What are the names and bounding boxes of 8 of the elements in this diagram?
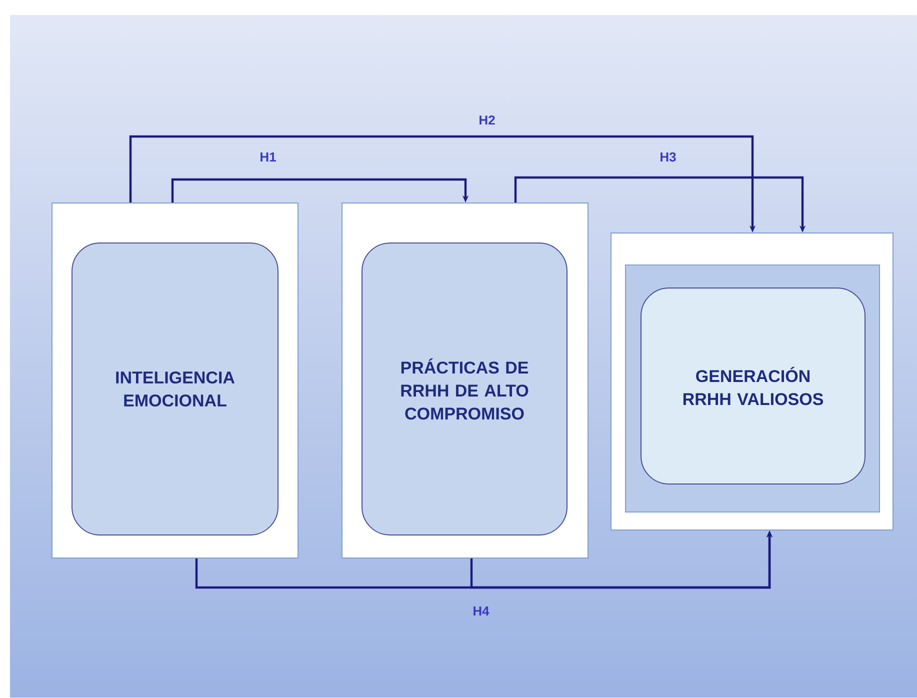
rounded-box: INTELIGENCIA EMOCIONAL	[72, 242, 278, 536]
edge-label: H4	[474, 606, 490, 616]
arrow	[171, 178, 469, 202]
rounded-box: GENERACIÓN RRHH VALIOSOS	[640, 288, 866, 484]
edge-label: H3	[660, 152, 676, 162]
edge-label: H1	[260, 152, 276, 162]
rounded-box: PRÁCTICAS DE RRHH DE ALTO COMPROMISO	[362, 242, 568, 536]
edge-label: H2	[480, 115, 495, 125]
